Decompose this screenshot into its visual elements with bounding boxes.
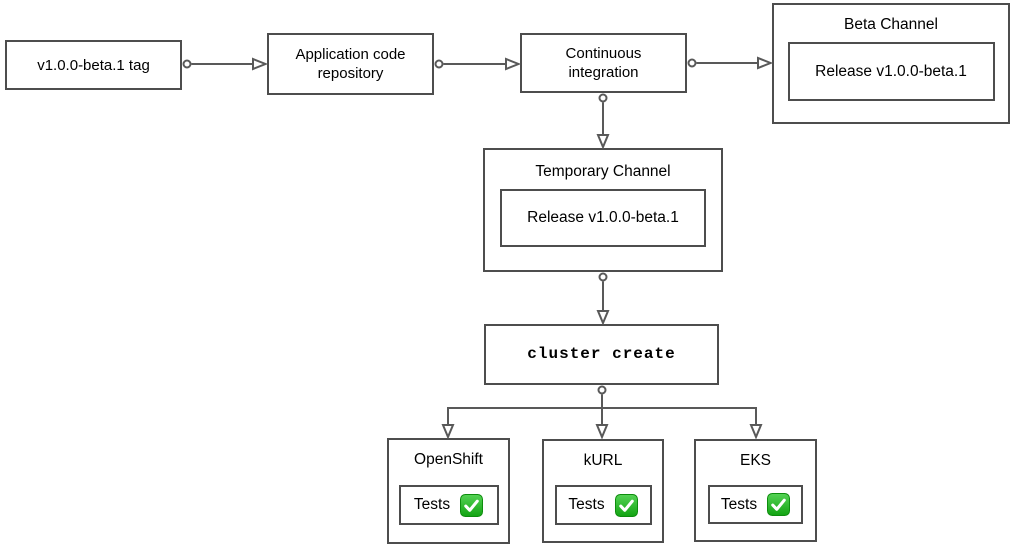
node-beta-channel-release: Release v1.0.0-beta.1	[787, 42, 995, 101]
node-beta-channel-title: Beta Channel	[844, 16, 938, 33]
node-beta-channel-release-label: Release v1.0.0-beta.1	[815, 62, 967, 80]
node-application-code-repository: Application code repository	[267, 33, 434, 95]
node-application-code-repository-label: Application code repository	[295, 46, 406, 82]
node-eks-tests-box: Tests	[708, 485, 803, 524]
node-eks-title: EKS	[739, 452, 771, 469]
node-beta-channel: Beta Channel Release v1.0.0-beta.1	[772, 3, 1010, 124]
tests-label: Tests	[413, 496, 451, 513]
connector-tag-to-repo	[182, 57, 269, 71]
node-cluster-create-label: cluster create	[527, 345, 676, 363]
node-temporary-channel-release-label: Release v1.0.0-beta.1	[527, 209, 679, 226]
node-openshift: OpenShift Tests	[387, 438, 510, 544]
node-continuous-integration-label: Continuous integration	[565, 45, 642, 81]
node-version-tag: v1.0.0-beta.1 tag	[5, 40, 182, 90]
connector-temporary-channel-to-cluster-create	[596, 272, 610, 326]
node-kurl-tests-box: Tests	[554, 485, 652, 525]
node-version-tag-label: v1.0.0-beta.1 tag	[37, 56, 150, 74]
node-temporary-channel-title: Temporary Channel	[535, 163, 671, 180]
check-mark-icon	[614, 493, 638, 517]
connector-ci-to-beta-channel	[687, 56, 774, 70]
tests-label: Tests	[720, 495, 758, 513]
node-eks: EKS Tests	[694, 439, 817, 542]
connector-cluster-create-to-clusters	[441, 385, 763, 440]
node-temporary-channel-release: Release v1.0.0-beta.1	[500, 189, 706, 247]
connector-repo-to-ci	[434, 57, 522, 71]
connector-ci-to-temporary-channel	[596, 93, 610, 150]
check-mark-icon	[767, 493, 791, 516]
node-kurl-title: kURL	[583, 452, 623, 469]
node-continuous-integration: Continuous integration	[520, 33, 687, 93]
node-cluster-create: cluster create	[484, 324, 719, 385]
check-mark-icon	[460, 493, 484, 517]
node-temporary-channel: Temporary Channel Release v1.0.0-beta.1	[483, 148, 723, 272]
node-kurl: kURL Tests	[542, 439, 664, 543]
node-openshift-title: OpenShift	[414, 451, 483, 468]
tests-label: Tests	[568, 496, 605, 513]
node-openshift-tests-box: Tests	[398, 485, 499, 525]
